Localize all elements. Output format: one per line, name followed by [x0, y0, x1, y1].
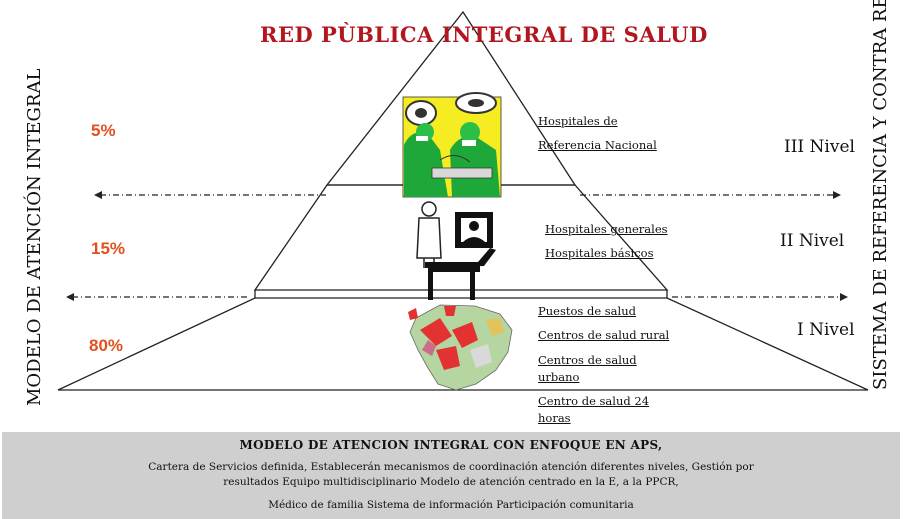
bottom-summary-panel: MODELO DE ATENCION INTEGRAL CON ENFOQUE … [2, 432, 900, 519]
map-image [408, 304, 513, 391]
level-2-percent: 15% [91, 239, 126, 258]
bottom-line-2: resultados Equipo multidisciplinario Mod… [223, 476, 679, 488]
level-1-item: Centros de salud rural [538, 328, 670, 342]
level-2-name: II Nivel [780, 231, 845, 251]
right-axis-clip: SISTEMA DE REFERENCIA Y CONTRA REFEREN [866, 0, 903, 392]
surgery-image [402, 92, 502, 198]
level-2-item: Hospitales generales [545, 222, 668, 236]
level-1-name: I Nivel [797, 320, 855, 340]
doctor-bed-icon [416, 201, 496, 300]
level-1-item: Centro de salud 24 [538, 394, 650, 408]
pyramid-bottom-tier [57, 297, 869, 391]
level-3-name: III Nivel [784, 137, 855, 157]
level-3-percent: 5% [91, 121, 116, 140]
bottom-line-3: Médico de familia Sistema de información… [268, 499, 634, 511]
level-2-item: Hospitales básicos [545, 246, 654, 260]
bottom-title: MODELO DE ATENCION INTEGRAL CON ENFOQUE … [239, 438, 663, 452]
level-1-percent: 80% [89, 336, 124, 355]
level-1-item: horas [538, 411, 571, 425]
level-1-item: urbano [538, 370, 580, 384]
right-axis-label: SISTEMA DE REFERENCIA Y CONTRA REFEREN [870, 0, 891, 390]
left-axis-label: MODELO DE ATENCIÓN INTEGRAL [24, 68, 45, 406]
level-3-item: Referencia Nacional [538, 138, 657, 152]
diagram-title: RED PÙBLICA INTEGRAL DE SALUD [260, 22, 708, 47]
level-3-item: Hospitales de [538, 114, 618, 128]
bottom-line-1: Cartera de Servicios definida, Establece… [148, 461, 754, 473]
level-1-item: Puestos de salud [538, 304, 636, 318]
level-1-item: Centros de salud [538, 353, 637, 367]
